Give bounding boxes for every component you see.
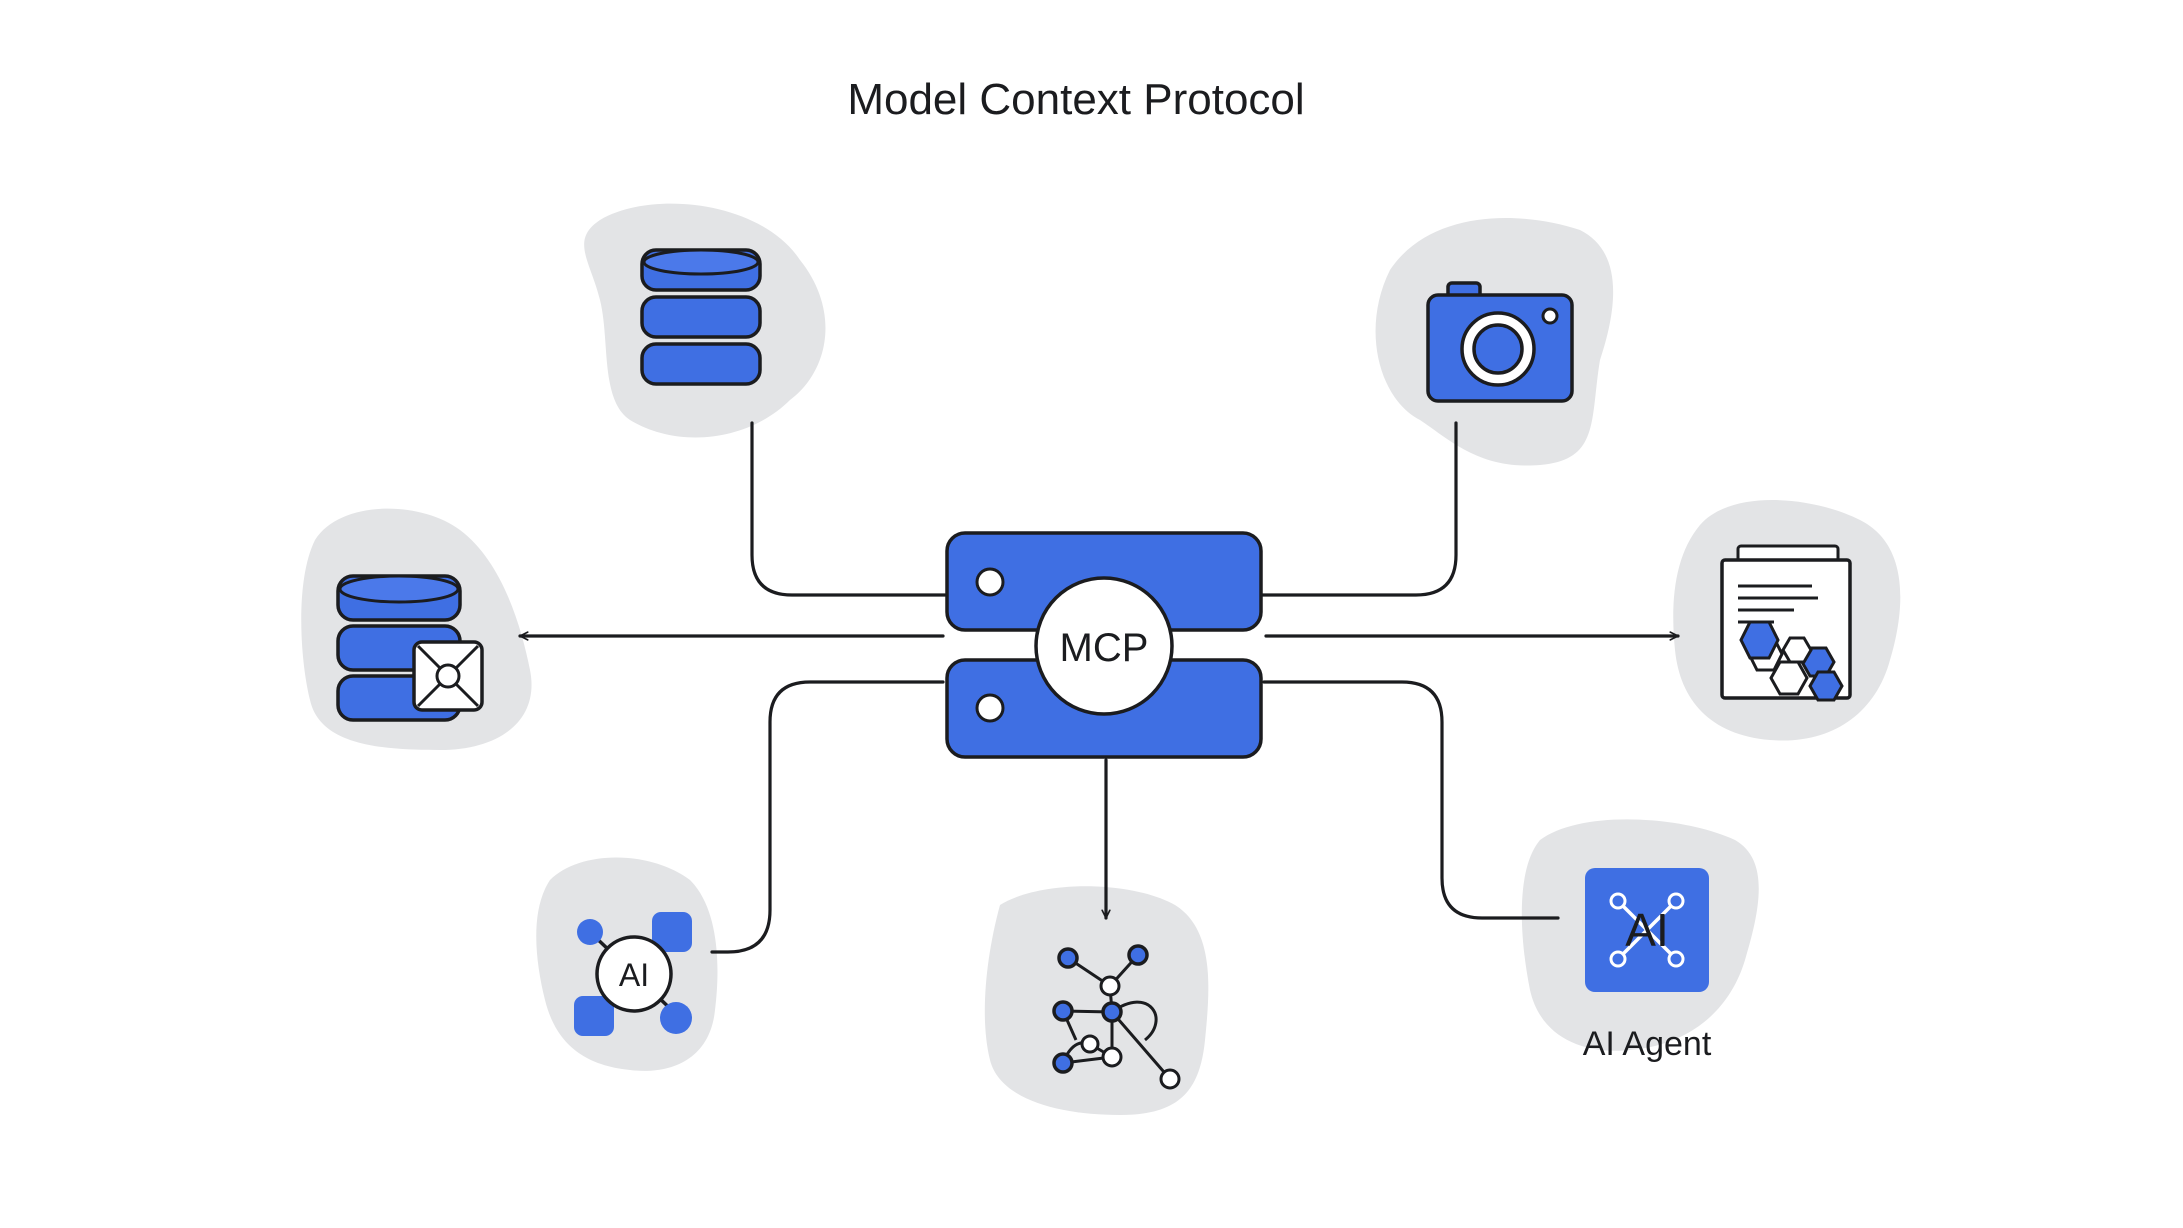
connector-top-right [1260, 421, 1458, 597]
database-lock-icon [336, 574, 484, 722]
connector-top-left [750, 421, 947, 597]
connector-bottom-left [710, 680, 945, 954]
database-icon [640, 248, 762, 386]
mcp-label: MCP [1060, 626, 1149, 670]
diagram-title: Model Context Protocol [847, 75, 1304, 124]
ai-node-label: AI [619, 957, 649, 993]
connector-bottom-right [1262, 680, 1560, 920]
network-graph-icon [1052, 944, 1181, 1090]
camera-icon [1426, 281, 1574, 403]
ai-network-icon: AI [574, 912, 692, 1036]
document-hexagon-icon [1720, 544, 1852, 702]
ai-agent-label: AI Agent [1583, 1025, 1712, 1063]
ai-agent-icon: AI [1585, 868, 1709, 992]
mcp-badge [1034, 576, 1174, 716]
ai-agent-icon-label: AI [1625, 904, 1668, 956]
server-led-top [975, 567, 1005, 597]
mcp-server-hub: MCP [945, 531, 1263, 759]
server-led-bottom [975, 693, 1005, 723]
